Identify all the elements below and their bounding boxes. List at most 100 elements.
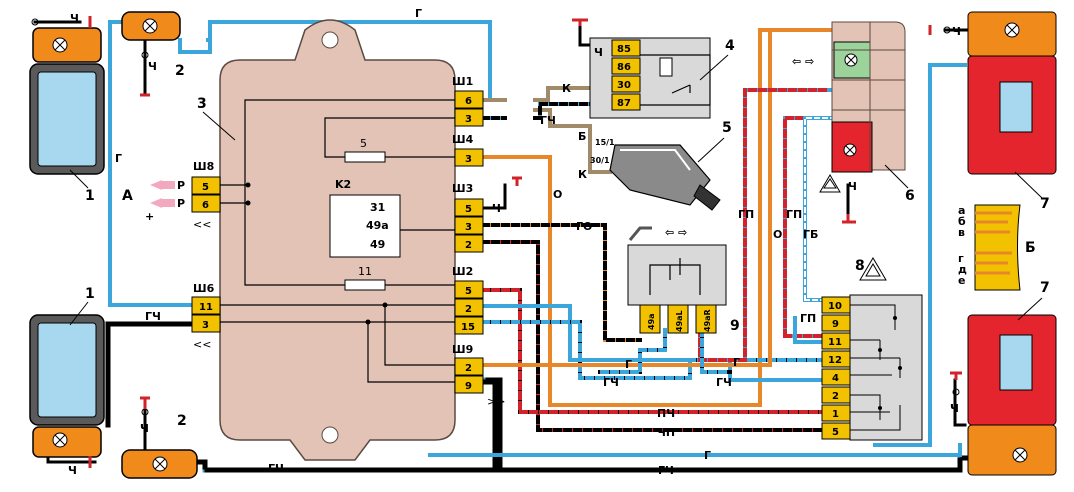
ts-pin-49a: 49a bbox=[647, 313, 656, 330]
sh3-pin-3-label: 3 bbox=[465, 222, 472, 233]
cluster-arrows: ⇦ ⇨ bbox=[792, 55, 814, 68]
sh1-name: Ш1 bbox=[452, 75, 473, 88]
sh3-pin-2 bbox=[454, 234, 484, 253]
leader-3 bbox=[202, 111, 236, 141]
hz-pin-9: 9 bbox=[832, 319, 839, 330]
arrow-p-top bbox=[150, 180, 175, 190]
sh9-pin-9-label: 9 bbox=[465, 381, 472, 392]
turn-arrows: ⇦ ⇨ bbox=[665, 226, 687, 239]
sh9-pin-9 bbox=[454, 375, 484, 394]
junction-dot bbox=[245, 182, 251, 188]
ignition-switch bbox=[609, 144, 721, 211]
tail-light-bottom bbox=[950, 314, 1057, 476]
wire-label-ch-bottom-left: Ч bbox=[68, 464, 77, 477]
ground-sh3 bbox=[512, 176, 522, 186]
relay4-pin-87: 87 bbox=[617, 98, 631, 109]
wire-o-sh9 bbox=[481, 28, 832, 367]
wire-label-b: Б bbox=[578, 130, 586, 143]
sh4-pin-3 bbox=[454, 148, 484, 167]
hz-pin-2: 2 bbox=[832, 391, 839, 402]
instrument-cluster-label: 6 bbox=[905, 188, 915, 204]
wire-label-ch-tail-bottom: Ч bbox=[950, 402, 959, 415]
sh2-pin-2-label: 2 bbox=[465, 304, 472, 315]
connector-blocks: Ш1 6 3 Ш4 3 Ш3 5 3 2 Ш2 5 2 15 Ш9 2 9 >>… bbox=[191, 75, 505, 408]
wire-label-k-top: К bbox=[562, 82, 571, 95]
relay-unit: 5 11 K2 31 49a 49 3 bbox=[197, 19, 456, 461]
turn-switch: 49a 49aL 49aR ⇦ ⇨ bbox=[627, 226, 727, 334]
wires bbox=[33, 20, 988, 473]
relay-4-label: 4 bbox=[725, 38, 735, 54]
relay4-pin-85: 85 bbox=[617, 44, 631, 55]
wire-go-b bbox=[481, 223, 642, 342]
wire-tan-relay2 bbox=[533, 108, 612, 174]
ts-pin-49aR: 49aR bbox=[703, 309, 712, 332]
sh9-name: Ш9 bbox=[452, 343, 473, 356]
wire-g-lower bbox=[428, 443, 962, 457]
label-p-bottom: Р bbox=[177, 197, 185, 210]
sh6-pin-3-label: 3 bbox=[202, 320, 209, 331]
ignition-switch-label: 5 bbox=[722, 120, 732, 136]
leader-1-bottom bbox=[69, 301, 89, 326]
side-repeater-top-label: 2 bbox=[175, 63, 185, 79]
wire-label-gch-relay: ГЧ bbox=[540, 114, 556, 127]
headlight-top-label: 1 bbox=[85, 188, 95, 204]
wire-ts-49aL-b bbox=[598, 328, 667, 374]
wire-g-lamp2-top bbox=[178, 38, 212, 54]
wire-label-g-left: Г bbox=[115, 152, 122, 165]
wire-gb-w bbox=[804, 117, 841, 301]
tail-light-top bbox=[928, 11, 1057, 175]
view-a-label: A bbox=[122, 188, 133, 204]
k2-pin-49: 49 bbox=[370, 238, 385, 251]
view-b-letter-d: д bbox=[958, 263, 967, 276]
wire-label-gp-1: ГП bbox=[738, 208, 754, 221]
sh8-pin-6 bbox=[191, 194, 221, 213]
wire-label-g-ts: Г bbox=[625, 358, 632, 371]
wire-label-g-ts2: Г bbox=[733, 356, 740, 369]
label-p-top: Р bbox=[177, 179, 185, 192]
k2-label: K2 bbox=[335, 178, 351, 191]
arrow-p-bottom bbox=[150, 198, 175, 208]
wire-label-g-top: Г bbox=[415, 7, 422, 20]
hz-pin-4: 4 bbox=[832, 373, 839, 384]
sh8-pin-5-label: 5 bbox=[202, 182, 209, 193]
view-b-letter-b: б bbox=[958, 215, 966, 228]
wire-label-gp-3: ГП bbox=[800, 312, 816, 325]
wire-chp-k2-b bbox=[481, 240, 824, 432]
headlight-bottom-label: 1 bbox=[85, 286, 95, 302]
sh1-pin-6 bbox=[454, 90, 484, 109]
headlight-bottom bbox=[29, 314, 105, 458]
wire-label-gch-low: ГЧ bbox=[658, 464, 674, 477]
junction-dot bbox=[245, 200, 251, 206]
side-repeater-bottom-label: 2 bbox=[177, 413, 187, 429]
headlight-top bbox=[29, 18, 105, 175]
wire-label-gch-ts: ГЧ bbox=[603, 376, 619, 389]
wire-label-gch-ts2: ГЧ bbox=[716, 376, 732, 389]
view-b-letter-v: в bbox=[958, 226, 965, 239]
ground-relay bbox=[572, 18, 588, 26]
sh2-pin-5-label: 5 bbox=[465, 286, 472, 297]
wire-ts-49aR-b bbox=[700, 328, 732, 374]
sh1-pin-3 bbox=[454, 108, 484, 127]
sh3-pin-5-label: 5 bbox=[465, 204, 472, 215]
wire-label-o: О bbox=[553, 188, 562, 201]
sh6-plug-symbol: << bbox=[193, 338, 211, 351]
hazard-switch-label: 8 bbox=[855, 258, 865, 274]
wire-gch-left bbox=[105, 321, 193, 428]
sh8-pin-5 bbox=[191, 176, 221, 195]
hz-pin-1: 1 bbox=[832, 409, 839, 420]
view-b-label: Б bbox=[1025, 240, 1036, 256]
wire-label-ch-top-left: Ч bbox=[70, 12, 79, 25]
label-plus: + bbox=[145, 210, 154, 223]
sh2-pin-15-label: 15 bbox=[461, 322, 475, 333]
side-repeater-bottom bbox=[121, 396, 198, 479]
wire-label-pch: ПЧ bbox=[657, 407, 675, 420]
view-b-letter-e: е bbox=[958, 274, 965, 287]
sh6-pin-3 bbox=[191, 314, 221, 333]
wire-label-gp-2: ГП bbox=[786, 208, 802, 221]
sh3-pin-5 bbox=[454, 198, 484, 217]
wire-sh2-2 bbox=[481, 304, 824, 382]
ground-cluster bbox=[842, 214, 856, 224]
hz-pin-10: 10 bbox=[828, 301, 842, 312]
k2-pin-31: 31 bbox=[370, 201, 385, 214]
wire-gch-right-b bbox=[480, 379, 988, 473]
